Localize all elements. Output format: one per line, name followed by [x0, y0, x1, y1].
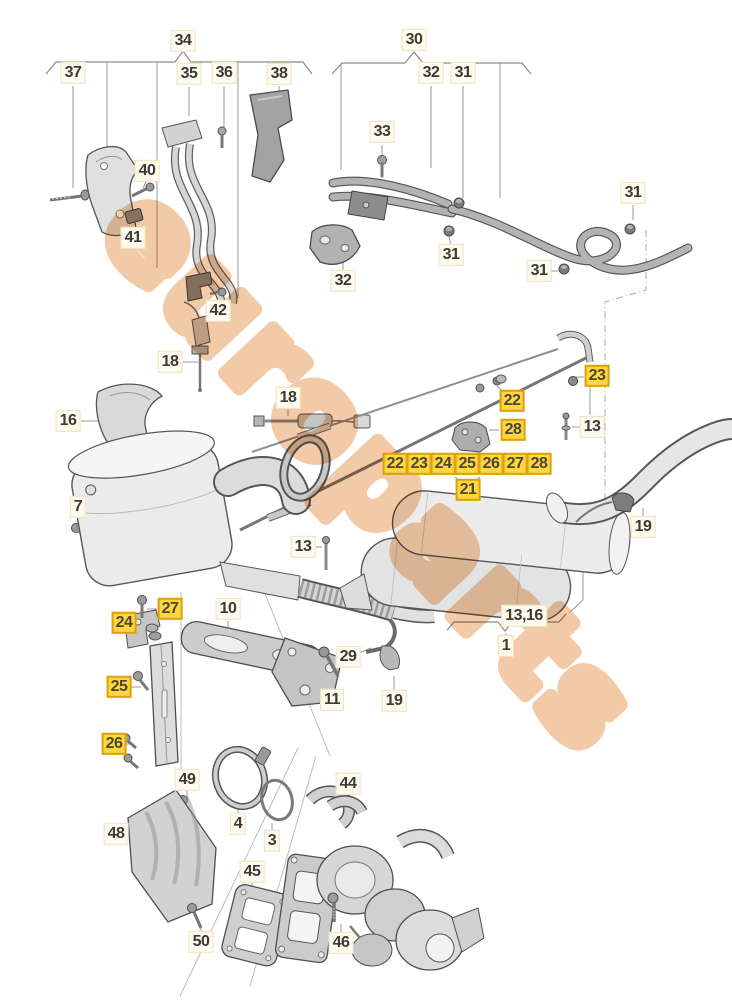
rear-silencer — [339, 418, 732, 622]
turbocharger — [274, 785, 485, 971]
mounting-brackets — [121, 595, 401, 770]
front-pipes-group-30 — [309, 155, 693, 275]
catalytic-converter — [67, 430, 435, 624]
region-border — [604, 230, 647, 570]
heat-shield-38 — [249, 89, 293, 183]
bracket-group-34 — [49, 89, 293, 392]
cap-nuts-31 — [443, 197, 636, 275]
turbo-hardware — [127, 745, 301, 967]
